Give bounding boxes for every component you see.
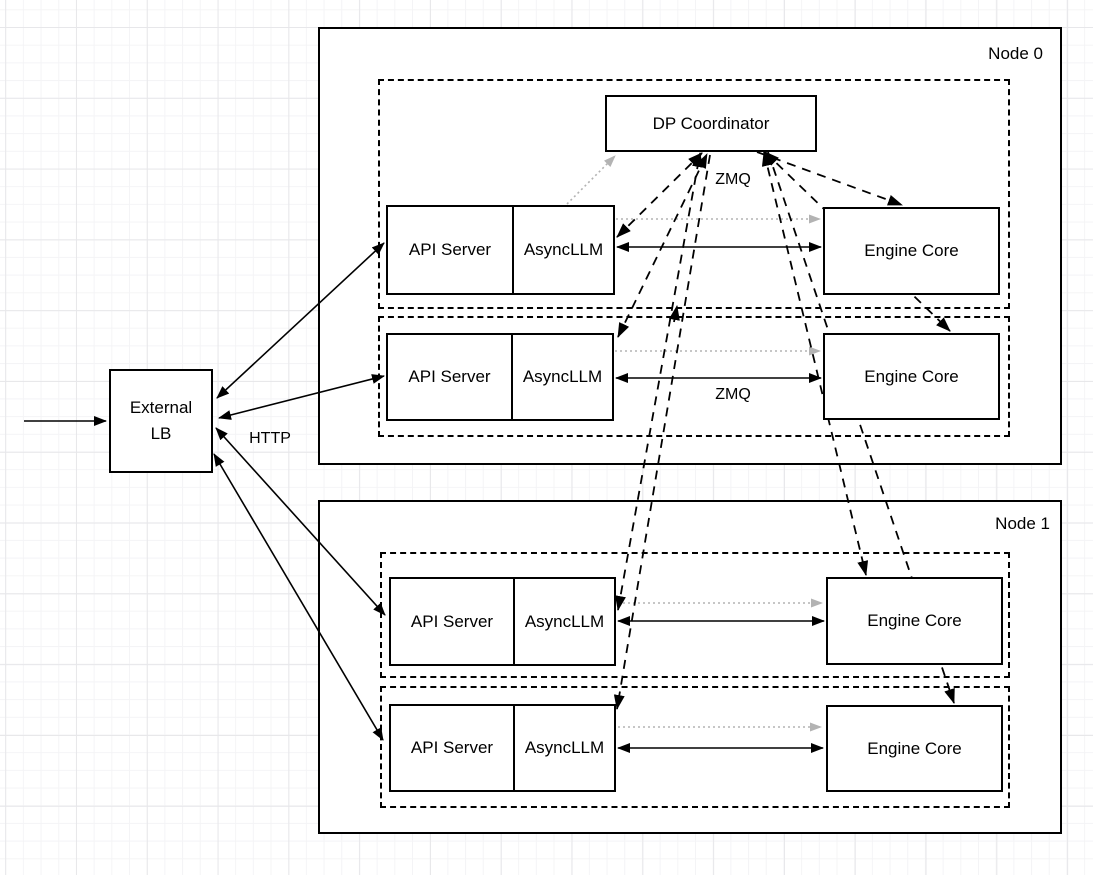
asyncllm-label: AsyncLLM (524, 611, 605, 631)
engine-core-label: Engine Core (864, 366, 959, 386)
edge-dashed-coordinator-asyncllm-n0r2 (617, 153, 708, 338)
api-asyncllm-box-n0r2: API Server AsyncLLM (386, 333, 614, 421)
edge-dashed-coordinator-asyncllm-n1r1 (615, 152, 703, 611)
edge-lb-api-n1r1 (215, 427, 386, 616)
api-server-cell: API Server (391, 579, 515, 664)
edge-dotted-asyncllm-coordinator (566, 155, 616, 205)
zmq-edge-label-row1: ZMQ (715, 171, 751, 188)
edge-lb-api-n0r1 (216, 242, 385, 399)
engine-core-label: Engine Core (867, 611, 962, 630)
asyncllm-cell: AsyncLLM (513, 335, 612, 419)
edge-dashed-coordinator-engine-n1r1 (761, 151, 869, 576)
engine-core-label: Engine Core (864, 241, 959, 260)
api-asyncllm-box-n0r1: API Server AsyncLLM (386, 205, 615, 295)
asyncllm-label: AsyncLLM (524, 738, 605, 757)
node1-group2-dashed-rect (380, 686, 1010, 808)
edge-dashed-coordinator-engine-n0r1 (756, 151, 903, 206)
external-lb-label-line2: LB (150, 424, 172, 443)
engine-core-label: Engine Core (867, 738, 962, 758)
edge-dashed-coordinator-asyncllm-n0r1 (616, 152, 703, 238)
api-asyncllm-box-n1r2: API Server AsyncLLM (389, 704, 616, 792)
zmq-edge-label-row2: ZMQ (715, 386, 751, 403)
api-server-label: API Server (408, 367, 491, 386)
http-edge-label: HTTP (249, 430, 291, 447)
edge-dashed-mid-arrow (669, 305, 680, 323)
edge-dashed-coordinator-asyncllm-n1r2 (613, 154, 711, 710)
engine-core-box-n1r2: Engine Core (826, 705, 1003, 792)
api-asyncllm-box-n1r1: API Server AsyncLLM (389, 577, 616, 666)
api-server-cell: API Server (388, 207, 514, 293)
asyncllm-label: AsyncLLM (523, 240, 604, 259)
api-server-cell: API Server (388, 335, 513, 419)
external-lb-label-line1: External (129, 397, 193, 417)
api-server-label: API Server (408, 240, 492, 259)
engine-core-box-n0r2: Engine Core (823, 333, 1000, 420)
dp-coordinator-label: DP Coordinator (652, 113, 770, 133)
engine-core-box-n0r1: Engine Core (823, 207, 1000, 295)
node1-label: Node 1 (995, 514, 1050, 533)
asyncllm-cell: AsyncLLM (515, 579, 614, 664)
api-server-label: API Server (410, 738, 494, 757)
dp-coordinator-box: DP Coordinator (605, 95, 817, 152)
asyncllm-cell: AsyncLLM (515, 706, 614, 790)
api-server-cell: API Server (391, 706, 515, 790)
api-server-label: API Server (410, 611, 494, 631)
external-lb-box: External LB (109, 369, 213, 473)
asyncllm-label: AsyncLLM (522, 367, 603, 386)
edge-lb-api-n0r2 (218, 374, 385, 420)
node0-label: Node 0 (988, 44, 1043, 63)
engine-core-box-n1r1: Engine Core (826, 577, 1003, 665)
edge-lb-api-n1r2 (213, 453, 384, 741)
asyncllm-cell: AsyncLLM (514, 207, 613, 293)
